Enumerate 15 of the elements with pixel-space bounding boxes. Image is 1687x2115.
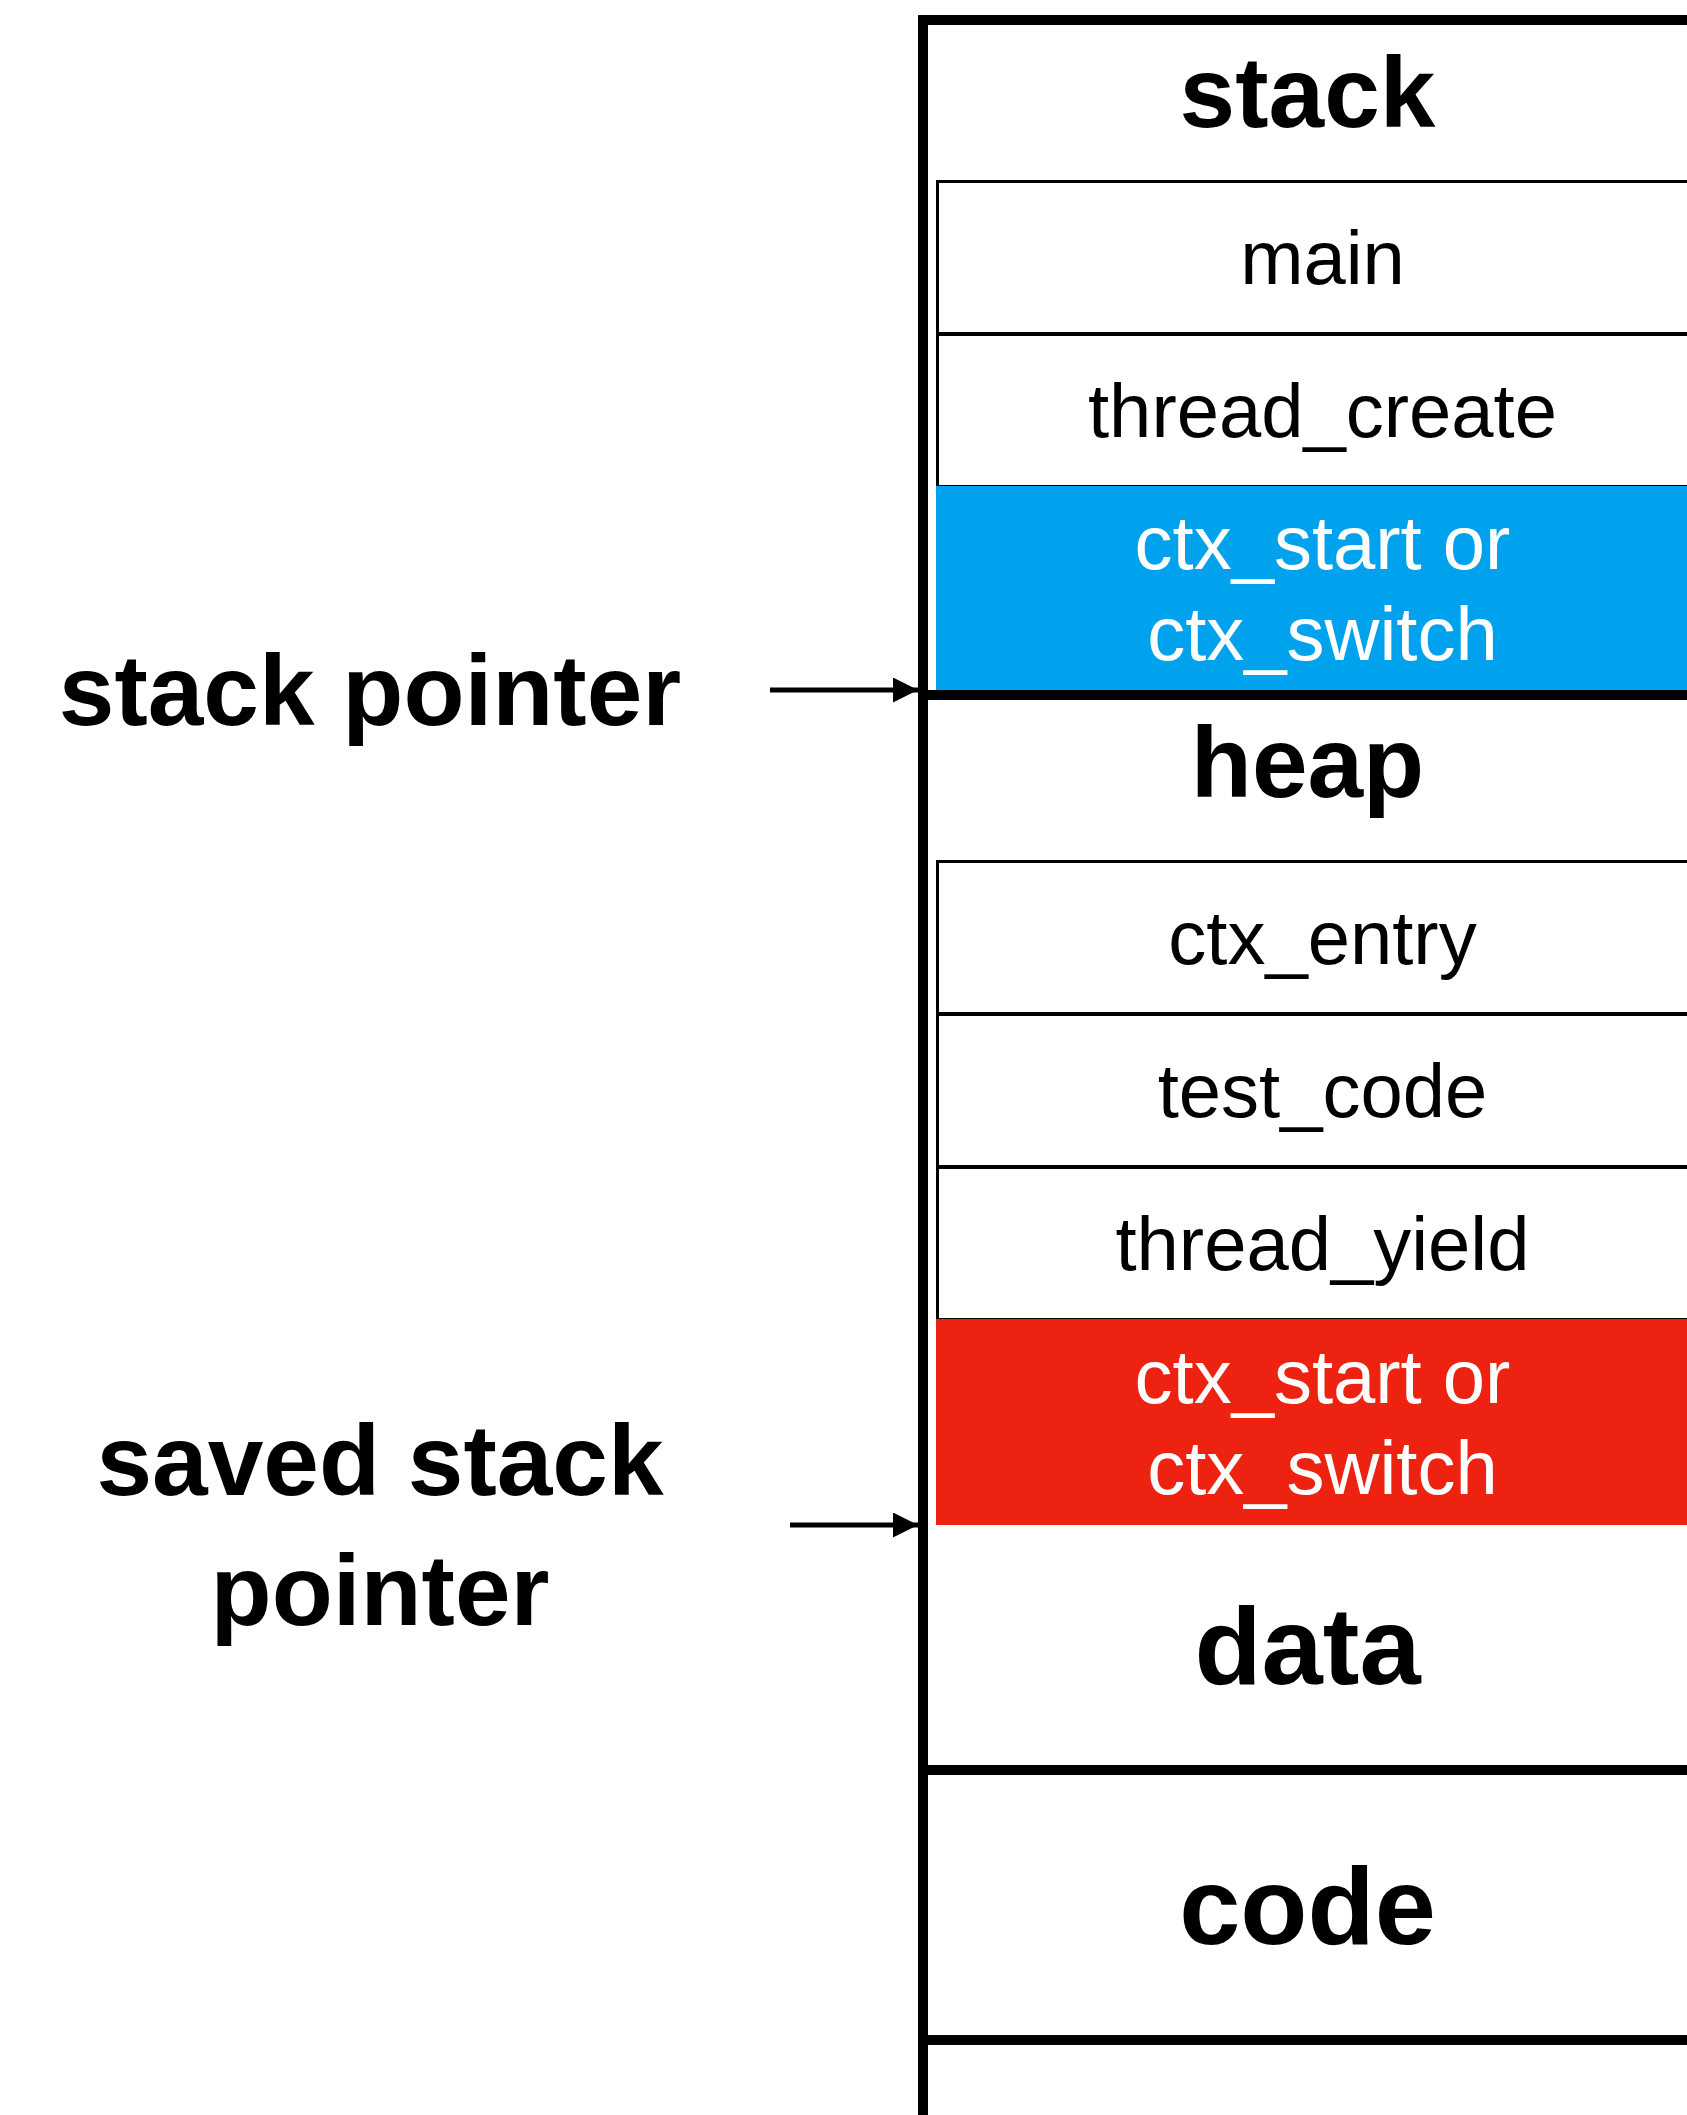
segment-heading: heap [1189,705,1426,820]
stack-frame: ctx_start or ctx_switch [936,1319,1687,1525]
memory-segment [918,15,1687,690]
arrow [770,677,918,703]
segment-heading: stack [1178,35,1437,150]
pointer-label: stack pointer [20,625,720,755]
memory-segment [918,2035,1687,2115]
stack-frame: main [936,180,1687,335]
memory-segment [918,690,1687,1525]
arrow [790,1512,918,1538]
stack-frame: test_code [936,1013,1687,1168]
stack-frame: ctx_start or ctx_switch [936,486,1687,690]
memory-segment: code [918,1765,1687,2035]
stack-frame: ctx_entry [936,860,1687,1015]
pointer-label: saved stack pointer [20,1395,740,1655]
